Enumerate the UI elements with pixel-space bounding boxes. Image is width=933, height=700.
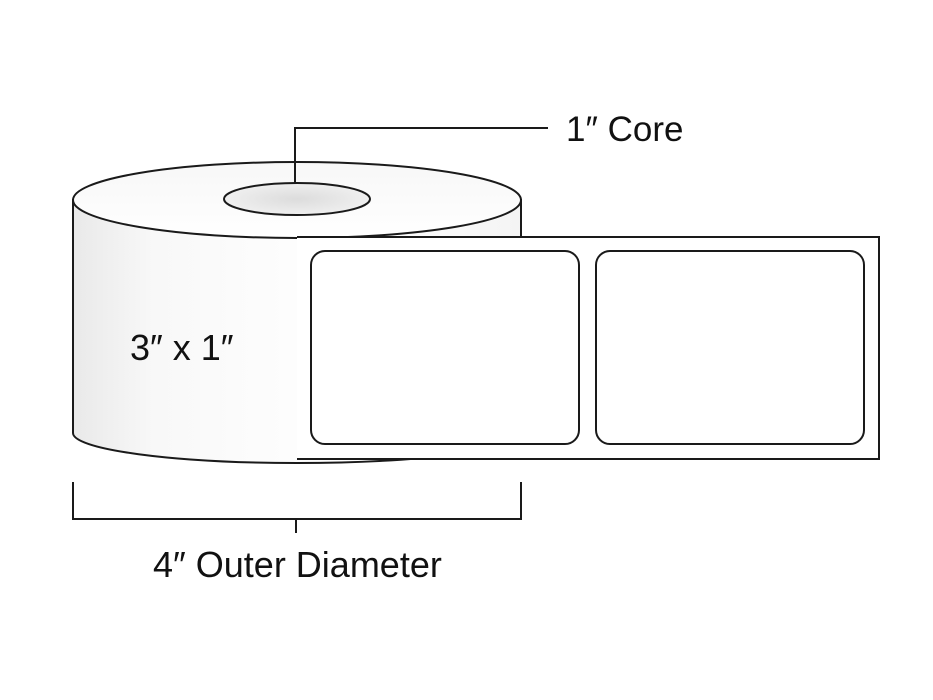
label-1 <box>310 250 580 445</box>
outer-diameter-bracket <box>72 482 522 520</box>
core-size-label: 1″ Core <box>566 110 683 149</box>
core-callout-line <box>294 127 548 183</box>
core-hole <box>223 182 371 216</box>
label-size-label: 3″ x 1″ <box>130 327 234 368</box>
outer-diameter-label: 4″ Outer Diameter <box>153 544 442 585</box>
label-2 <box>595 250 865 445</box>
